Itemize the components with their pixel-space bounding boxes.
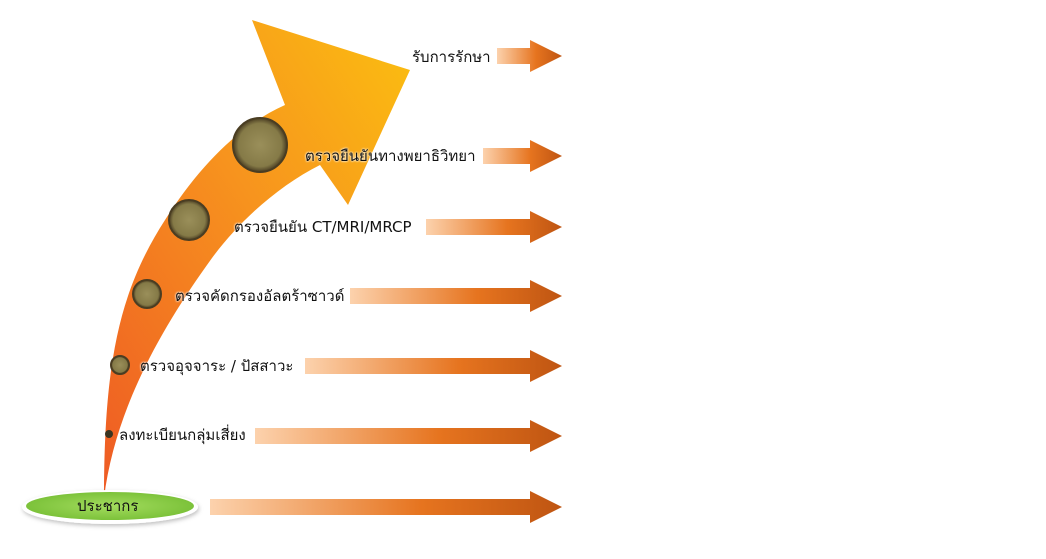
step-label-pathology: ตรวจยืนยันทางพยาธิวิทยา [305, 147, 476, 165]
arrow-register [255, 420, 562, 452]
marker-register [105, 430, 113, 438]
step-label-stool-urine: ตรวจอุจจาระ / ปัสสาวะ [140, 357, 294, 375]
step-label-ct-mri: ตรวจยืนยัน CT/MRI/MRCP [234, 218, 412, 236]
stage-markers [105, 117, 288, 438]
arrow-stool-urine [305, 350, 562, 382]
step-label-register: ลงทะเบียนกลุ่มเสี่ยง [119, 426, 246, 444]
step-label-ultrasound: ตรวจคัดกรองอัลตร้าซาวด์ [175, 287, 345, 305]
arrow-treatment [497, 40, 562, 72]
arrow-ultrasound [350, 280, 562, 312]
marker-stool-urine [110, 355, 130, 375]
step-label-treatment: รับการรักษา [412, 48, 491, 66]
stage-arrows [210, 40, 562, 523]
marker-pathology [232, 117, 288, 173]
marker-ct-mri [168, 199, 210, 241]
curved-growth-arrow [104, 20, 410, 498]
arrow-ct-mri [426, 211, 562, 243]
base-label: ประชากร [77, 497, 139, 515]
arrow-base [210, 491, 562, 523]
marker-ultrasound [132, 279, 162, 309]
base-ellipse-fill [26, 492, 194, 520]
arrow-pathology [483, 140, 562, 172]
